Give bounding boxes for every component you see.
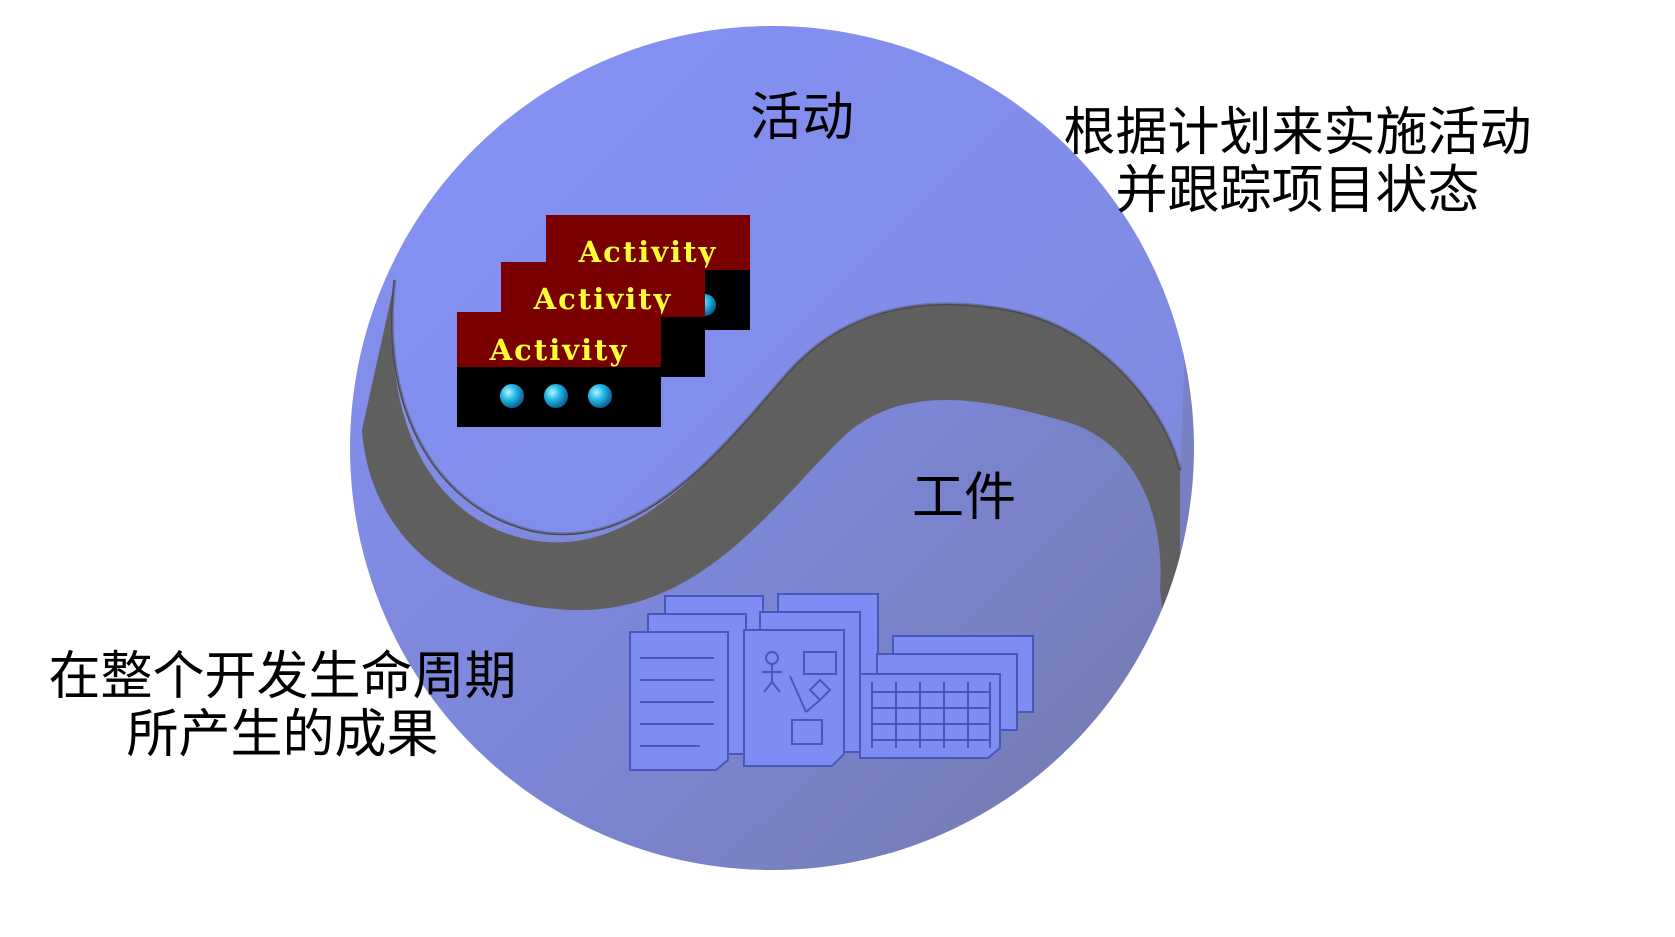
left-caption-line-2: 所产生的成果	[126, 705, 439, 765]
activity-card-title: Activity	[489, 333, 629, 367]
artifact-documents	[629, 593, 1034, 771]
right-caption-line-1: 根据计划来实施活动	[1063, 103, 1532, 163]
left-caption: 在整个开发生命周期 所产生的成果	[10, 648, 555, 764]
right-caption-line-2: 并跟踪项目状态	[1115, 161, 1480, 221]
activity-card-title: Activity	[533, 282, 673, 316]
activity-dot	[544, 384, 568, 408]
activity-dot	[588, 384, 612, 408]
left-caption-line-1: 在整个开发生命周期	[48, 647, 517, 707]
activity-dot	[500, 384, 524, 408]
right-caption: 根据计划来实施活动 并跟踪项目状态	[1025, 104, 1570, 220]
spreadsheet-icon	[859, 635, 1034, 759]
artifact-section-label: 工件	[912, 468, 1017, 528]
activity-card-1: Activity	[457, 312, 661, 427]
model-diagram-icon	[743, 593, 879, 767]
activity-section-label: 活动	[750, 88, 855, 148]
